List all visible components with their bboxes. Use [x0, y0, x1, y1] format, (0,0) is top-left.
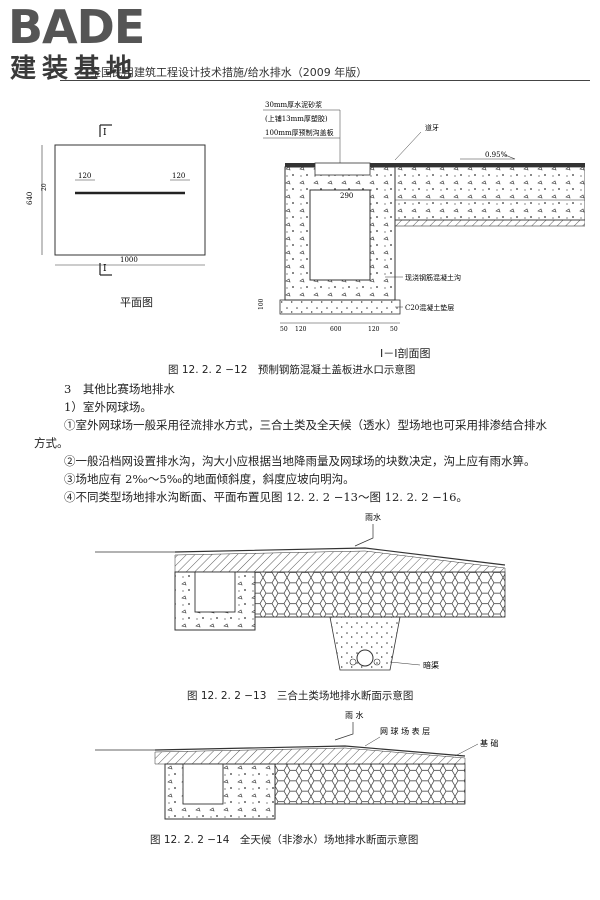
- drain-label-13: 暗渠: [423, 660, 439, 670]
- rain-label-13: 雨水: [365, 512, 381, 522]
- bottom-dim-5: 50: [390, 326, 398, 333]
- plan-view-drawing: I I 120 120 20 640 1000: [26, 124, 206, 276]
- surface-label-14: 网 球 场 表 层: [380, 726, 430, 736]
- plan-view-title: 平面图: [120, 296, 153, 309]
- dim-100: 100: [258, 298, 265, 310]
- surface-layer-14: [154, 747, 466, 765]
- figure-14-drawing: 雨 水 网 球 场 表 层 基 础: [95, 710, 499, 820]
- ditch-label: 现浇钢筋混凝土沟: [405, 273, 461, 282]
- logo-wordmark: BADE: [8, 0, 145, 54]
- header-rule: [60, 80, 590, 81]
- ditch-channel: [309, 189, 371, 281]
- base-label-14: 基 础: [480, 738, 499, 748]
- figure-13-caption: 图 12. 2. 2 −13 三合土类场地排水断面示意图: [187, 690, 414, 702]
- running-header: 全国民用建筑工程设计技术措施/给水排水（2009 年版）: [90, 66, 368, 79]
- plan-dim-right: 120: [172, 172, 185, 180]
- section-heading: 3 其他比赛场地排水: [64, 382, 175, 396]
- plan-dim-width: 1000: [120, 256, 138, 264]
- callout-3: 100mm厚预制沟盖板: [265, 128, 334, 137]
- callout-1: 30mm厚水泥砂浆: [265, 100, 322, 109]
- plan-dim-left: 120: [78, 172, 91, 180]
- logo-subtitle: 建装基地: [10, 54, 139, 84]
- figure-12-caption: 图 12. 2. 2 −12 预制钢筋混凝土盖板进水口示意图: [168, 364, 416, 376]
- bottom-dim-4: 120: [368, 326, 380, 333]
- surface-layer: [285, 163, 585, 167]
- dim-290: 290: [340, 192, 353, 200]
- cushion-layer: [279, 299, 401, 315]
- surface-layer-13: [174, 550, 506, 573]
- ditch-channel-14: [182, 763, 224, 805]
- base-layer: [394, 166, 585, 221]
- slope-label: 0.95%: [485, 151, 508, 159]
- figure-13-drawing: 雨水 暗渠: [95, 512, 506, 671]
- gravel-layer-14: [274, 763, 466, 805]
- plan-dim-slot: 20: [41, 183, 48, 191]
- section-mark-bottom: I: [103, 264, 107, 274]
- subsection-heading: 1）室外网球场。: [64, 400, 152, 414]
- plan-dim-height: 640: [26, 192, 34, 205]
- section-mark-top: I: [103, 128, 107, 138]
- bottom-dim-2: 120: [295, 326, 307, 333]
- paragraph-3: ③场地应有 2‰～5‰的地面倾斜度，斜度应坡向明沟。: [64, 472, 355, 486]
- curb-label: 道牙: [425, 123, 439, 132]
- cover-slab: [314, 162, 371, 176]
- paragraph-1-line-2: 方式。: [34, 436, 69, 450]
- section-view-drawing: 30mm厚水泥砂浆 (上铺13mm厚塑胶) 100mm厚预制沟盖板 道牙 0.9…: [258, 100, 585, 333]
- paragraph-1-line-1: ①室外网球场一般采用径流排水方式，三合土类及全天候（透水）型场地也可采用排渗结合…: [64, 418, 547, 432]
- bottom-dim-3: 600: [330, 326, 342, 333]
- figure-14-caption: 图 12. 2. 2 −14 全天候（非渗水）场地排水断面示意图: [150, 834, 419, 846]
- brand-logo: BADE 建装基地: [8, 2, 178, 92]
- gravel-layer-13: [254, 571, 506, 618]
- plan-outline: [54, 144, 206, 256]
- section-view-title: Ⅰ－Ⅰ剖面图: [380, 347, 431, 360]
- drain-trench-13: [329, 616, 401, 671]
- paragraph-2: ②一般沿档网设置排水沟，沟大小应根据当地降雨量及网球场的块数决定，沟上应有雨水箅…: [64, 454, 536, 468]
- rain-label-14: 雨 水: [345, 710, 364, 720]
- cushion-label: C20混凝土垫层: [405, 303, 454, 312]
- drain-pipe-icon: [356, 649, 374, 667]
- paragraph-4: ④不同类型场地排水沟断面、平面布置见图 12. 2. 2 −13～图 12. 2…: [64, 490, 468, 504]
- bottom-dim-1: 50: [280, 326, 288, 333]
- callout-2: (上铺13mm厚塑胶): [265, 114, 328, 123]
- ditch-channel-13: [194, 571, 236, 613]
